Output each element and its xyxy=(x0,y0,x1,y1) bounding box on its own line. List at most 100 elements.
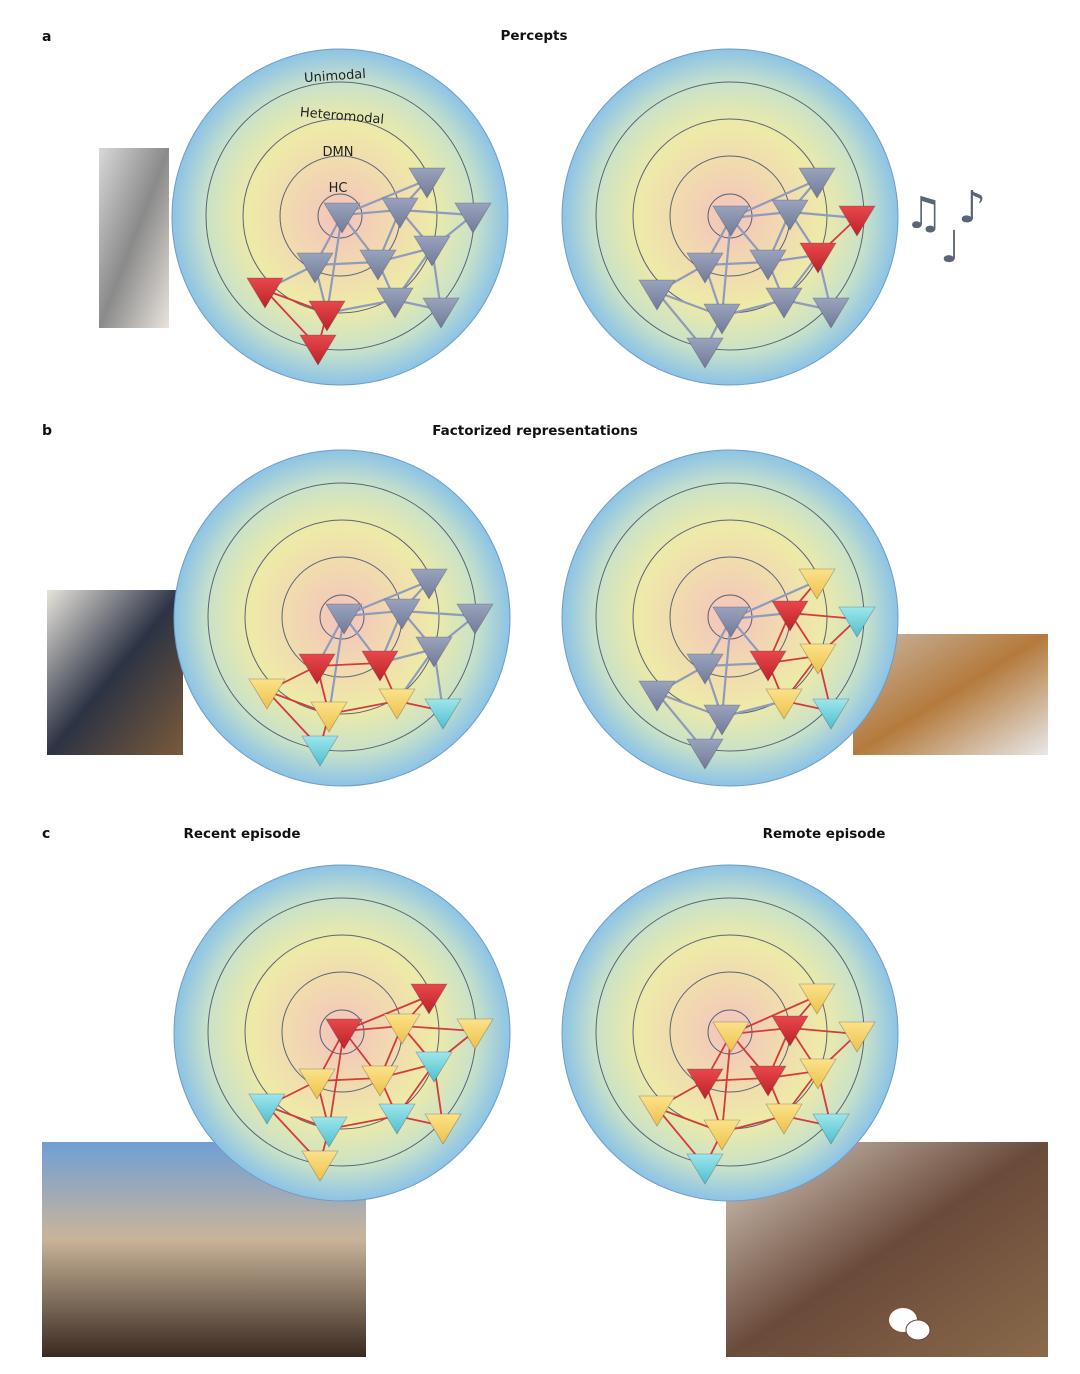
node-gray xyxy=(712,205,750,237)
node-gray xyxy=(703,303,741,335)
hierarchy-ring xyxy=(319,594,365,640)
node-red xyxy=(361,650,399,682)
ring-label-hc: HC xyxy=(329,181,348,196)
ring-label-heteromodal: Heteromodal xyxy=(299,105,384,127)
network-a-right xyxy=(561,48,899,386)
node-red xyxy=(749,650,787,682)
network-edge xyxy=(720,618,733,718)
panel-label-a: a xyxy=(42,29,51,45)
node-red xyxy=(246,277,284,309)
node-cyan xyxy=(838,606,876,638)
node-cyan xyxy=(415,1051,453,1083)
music-notes-icon: ♫ ♪ ♩ xyxy=(904,182,986,273)
network-c-left xyxy=(173,864,511,1202)
node-gray xyxy=(415,636,453,668)
node-red xyxy=(298,653,336,685)
node-yellow xyxy=(424,1113,462,1145)
node-cyan xyxy=(812,1113,850,1145)
node-red xyxy=(686,1068,724,1100)
node-gray xyxy=(812,297,850,329)
node-red xyxy=(749,1065,787,1097)
node-gray xyxy=(296,252,334,284)
hierarchy-ring xyxy=(317,193,363,239)
node-cyan xyxy=(248,1093,286,1125)
node-yellow xyxy=(456,1018,494,1050)
node-gray xyxy=(686,653,724,685)
network-edge xyxy=(721,1033,732,1133)
ring-label-dmn: DMN xyxy=(323,145,354,160)
node-red xyxy=(771,600,809,632)
node-gray xyxy=(359,249,397,281)
node-gray xyxy=(422,297,460,329)
node-red xyxy=(771,1015,809,1047)
node-yellow xyxy=(383,1013,421,1045)
node-cyan xyxy=(310,1116,348,1148)
network-edge xyxy=(399,208,474,217)
node-red xyxy=(325,1018,363,1050)
node-yellow xyxy=(798,983,836,1015)
node-gray xyxy=(638,279,676,311)
network-c-right xyxy=(561,864,899,1202)
network-a-left xyxy=(171,48,509,386)
microphone-photo xyxy=(99,148,169,328)
node-gray xyxy=(686,252,724,284)
svg-text:♫: ♫ xyxy=(904,188,943,239)
node-red xyxy=(299,334,337,366)
title-remote-episode: Remote episode xyxy=(763,826,886,842)
node-gray xyxy=(771,199,809,231)
node-gray xyxy=(381,197,419,229)
node-cyan xyxy=(378,1103,416,1135)
network-edge xyxy=(401,609,476,618)
node-yellow xyxy=(765,688,803,720)
title-percepts: Percepts xyxy=(500,28,567,44)
node-yellow xyxy=(310,701,348,733)
node-gray xyxy=(376,287,414,319)
network-edge xyxy=(401,1025,476,1032)
node-gray xyxy=(686,337,724,369)
panel-label-b: b xyxy=(42,423,52,439)
node-gray xyxy=(765,287,803,319)
node-yellow xyxy=(798,568,836,600)
node-gray xyxy=(454,202,492,234)
node-yellow xyxy=(799,1058,837,1090)
node-yellow xyxy=(703,1119,741,1151)
node-yellow xyxy=(838,1021,876,1053)
node-red xyxy=(799,242,837,274)
hierarchy-ring xyxy=(244,934,440,1130)
node-gray xyxy=(323,202,361,234)
svg-text:♪: ♪ xyxy=(958,182,986,233)
node-red xyxy=(838,205,876,237)
panel-label-c: c xyxy=(42,826,50,842)
node-yellow xyxy=(638,1095,676,1127)
network-edge xyxy=(720,217,733,317)
node-gray xyxy=(456,603,494,635)
node-yellow xyxy=(799,643,837,675)
svg-text:♩: ♩ xyxy=(940,222,961,273)
node-yellow xyxy=(765,1103,803,1135)
hierarchy-ring xyxy=(242,118,438,314)
node-yellow xyxy=(301,1150,339,1182)
node-gray xyxy=(410,568,448,600)
node-cyan xyxy=(812,698,850,730)
node-gray xyxy=(383,598,421,630)
node-cyan xyxy=(301,735,339,767)
node-gray xyxy=(325,603,363,635)
node-gray xyxy=(749,249,787,281)
node-yellow xyxy=(248,678,286,710)
node-gray xyxy=(408,167,446,199)
wechat-logo-icon xyxy=(889,1308,931,1341)
hierarchy-ring xyxy=(319,1009,365,1055)
node-gray xyxy=(703,704,741,736)
drummer-photo xyxy=(47,590,183,755)
ring-label-unimodal: Unimodal xyxy=(304,67,367,86)
network-b-left xyxy=(173,449,511,787)
node-red xyxy=(410,983,448,1015)
node-cyan xyxy=(424,698,462,730)
node-cyan xyxy=(686,1153,724,1185)
node-gray xyxy=(413,235,451,267)
title-recent-episode: Recent episode xyxy=(183,826,300,842)
network-b-right xyxy=(561,449,899,787)
title-factorized: Factorized representations xyxy=(432,423,638,439)
node-yellow xyxy=(361,1065,399,1097)
